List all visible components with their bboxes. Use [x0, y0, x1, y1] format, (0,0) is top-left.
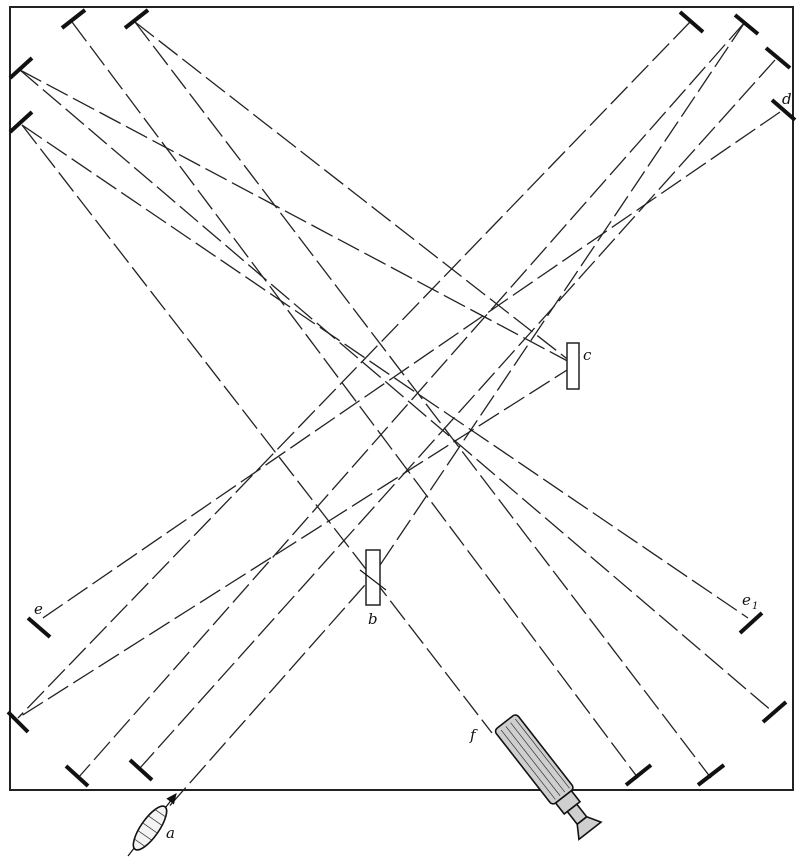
telescope-tube: [494, 714, 574, 805]
label-e: e: [34, 600, 43, 618]
lens-icon: [127, 793, 177, 857]
telescope-hatch: [500, 729, 556, 800]
mirror-icon: [764, 46, 792, 70]
telescope-hatch: [510, 722, 566, 793]
label-e1: e: [742, 591, 751, 609]
mirror-icon: [64, 764, 90, 788]
light-path: [139, 59, 776, 769]
light-path: [371, 576, 493, 734]
mirror-icon: [696, 763, 726, 787]
mirror-icon: [60, 8, 87, 30]
mirror-icon: [678, 10, 705, 34]
light-path: [17, 21, 691, 719]
label-d: d: [782, 90, 792, 108]
lens-hatch: [138, 830, 152, 841]
light-paths: [17, 21, 781, 829]
light-path: [71, 21, 639, 779]
mirrors: [6, 8, 797, 788]
light-path: [17, 364, 576, 719]
label-f: f: [469, 726, 478, 744]
plate-c: [566, 342, 580, 390]
light-path: [19, 69, 576, 366]
plate-b: [365, 549, 381, 606]
telescope-hatch: [505, 726, 561, 796]
light-path: [77, 21, 746, 779]
light-path: [19, 69, 774, 713]
lens-hatch: [142, 822, 158, 834]
mirror-icon: [624, 763, 653, 787]
mirror-icon: [761, 700, 788, 724]
light-path: [371, 21, 746, 578]
label-e1-subscript: 1: [752, 601, 758, 612]
telescope-hatch: [515, 718, 570, 789]
lens-hatch: [134, 839, 145, 847]
light-path: [134, 21, 576, 366]
telescope-eyecup: [576, 815, 603, 841]
mirror-d: [770, 98, 797, 122]
light-path: [21, 124, 749, 619]
lens-hatch: [148, 815, 162, 826]
mirror-icon: [8, 110, 34, 134]
plate-b-ray: [359, 569, 387, 591]
light-path: [21, 124, 373, 578]
label-a: a: [166, 824, 175, 842]
mirror-icon: [123, 8, 150, 30]
light-path: [134, 21, 712, 779]
light-path: [149, 576, 373, 829]
lens-hatch: [155, 809, 166, 817]
apparatus-frame: [9, 6, 794, 791]
mirror-icon: [8, 56, 34, 80]
label-b: b: [368, 610, 378, 628]
mirror-icon: [733, 13, 760, 36]
light-path: [39, 111, 781, 621]
telescope-icon: [494, 714, 603, 841]
mirror-icon: [6, 710, 30, 734]
label-c: c: [583, 346, 592, 364]
mirror-e: [26, 616, 52, 639]
mirror-e1: [738, 611, 764, 635]
mirror-icon: [128, 758, 154, 782]
